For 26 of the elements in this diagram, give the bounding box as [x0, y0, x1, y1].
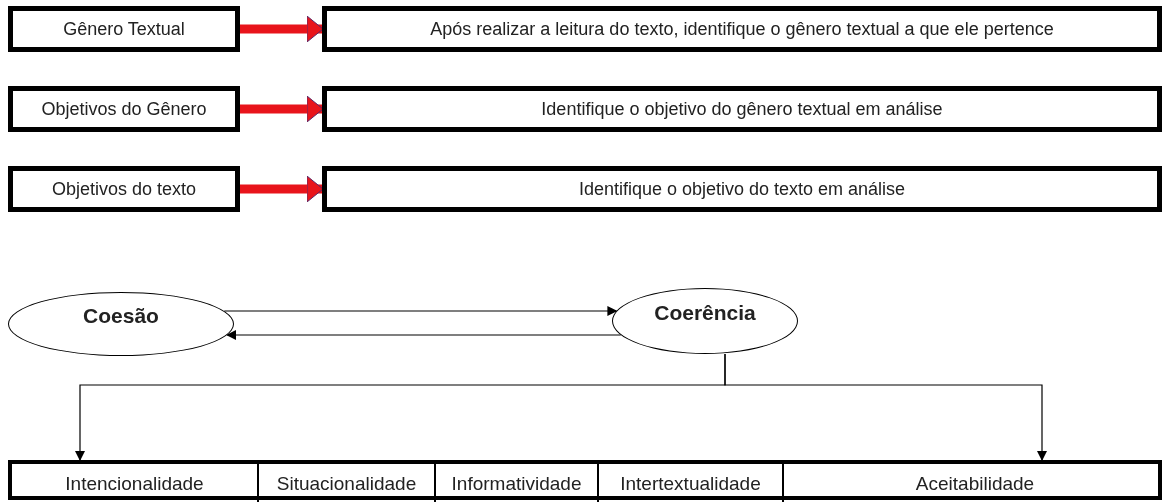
- table-bar: [8, 460, 1162, 500]
- text-box: [322, 6, 1162, 52]
- arrow: [223, 306, 618, 316]
- text-box: [8, 6, 240, 52]
- concept-label: Coesão: [83, 303, 159, 330]
- arrow: [724, 353, 1047, 461]
- box-label: Situacionalidade: [276, 471, 417, 496]
- text-box: [322, 86, 1162, 132]
- box-label: Intertextualidade: [620, 471, 761, 496]
- arrow: [240, 175, 324, 203]
- text-box: [8, 166, 240, 212]
- box-label: Identifique o objetivo do gênero textual em análise: [541, 97, 943, 121]
- box-label: Informatividade: [451, 471, 582, 496]
- box-label: Gênero Textual: [63, 17, 185, 41]
- concept-label: Coerência: [654, 300, 756, 327]
- text-box: [8, 86, 240, 132]
- arrow: [226, 330, 622, 340]
- box-label: Identifique o objetivo do texto em análise: [578, 177, 906, 201]
- box-label: Após realizar a leitura do texto, identifique o gênero textual a que ele pertence: [430, 17, 1054, 41]
- box-label: Objetivos do texto: [51, 177, 197, 201]
- text-box: [322, 166, 1162, 212]
- box-label: Objetivos do Gênero: [41, 97, 207, 121]
- arrow: [240, 15, 324, 43]
- arrow: [240, 95, 324, 123]
- box-label: Intencionalidade: [65, 471, 204, 496]
- box-label: Aceitabilidade: [915, 471, 1035, 496]
